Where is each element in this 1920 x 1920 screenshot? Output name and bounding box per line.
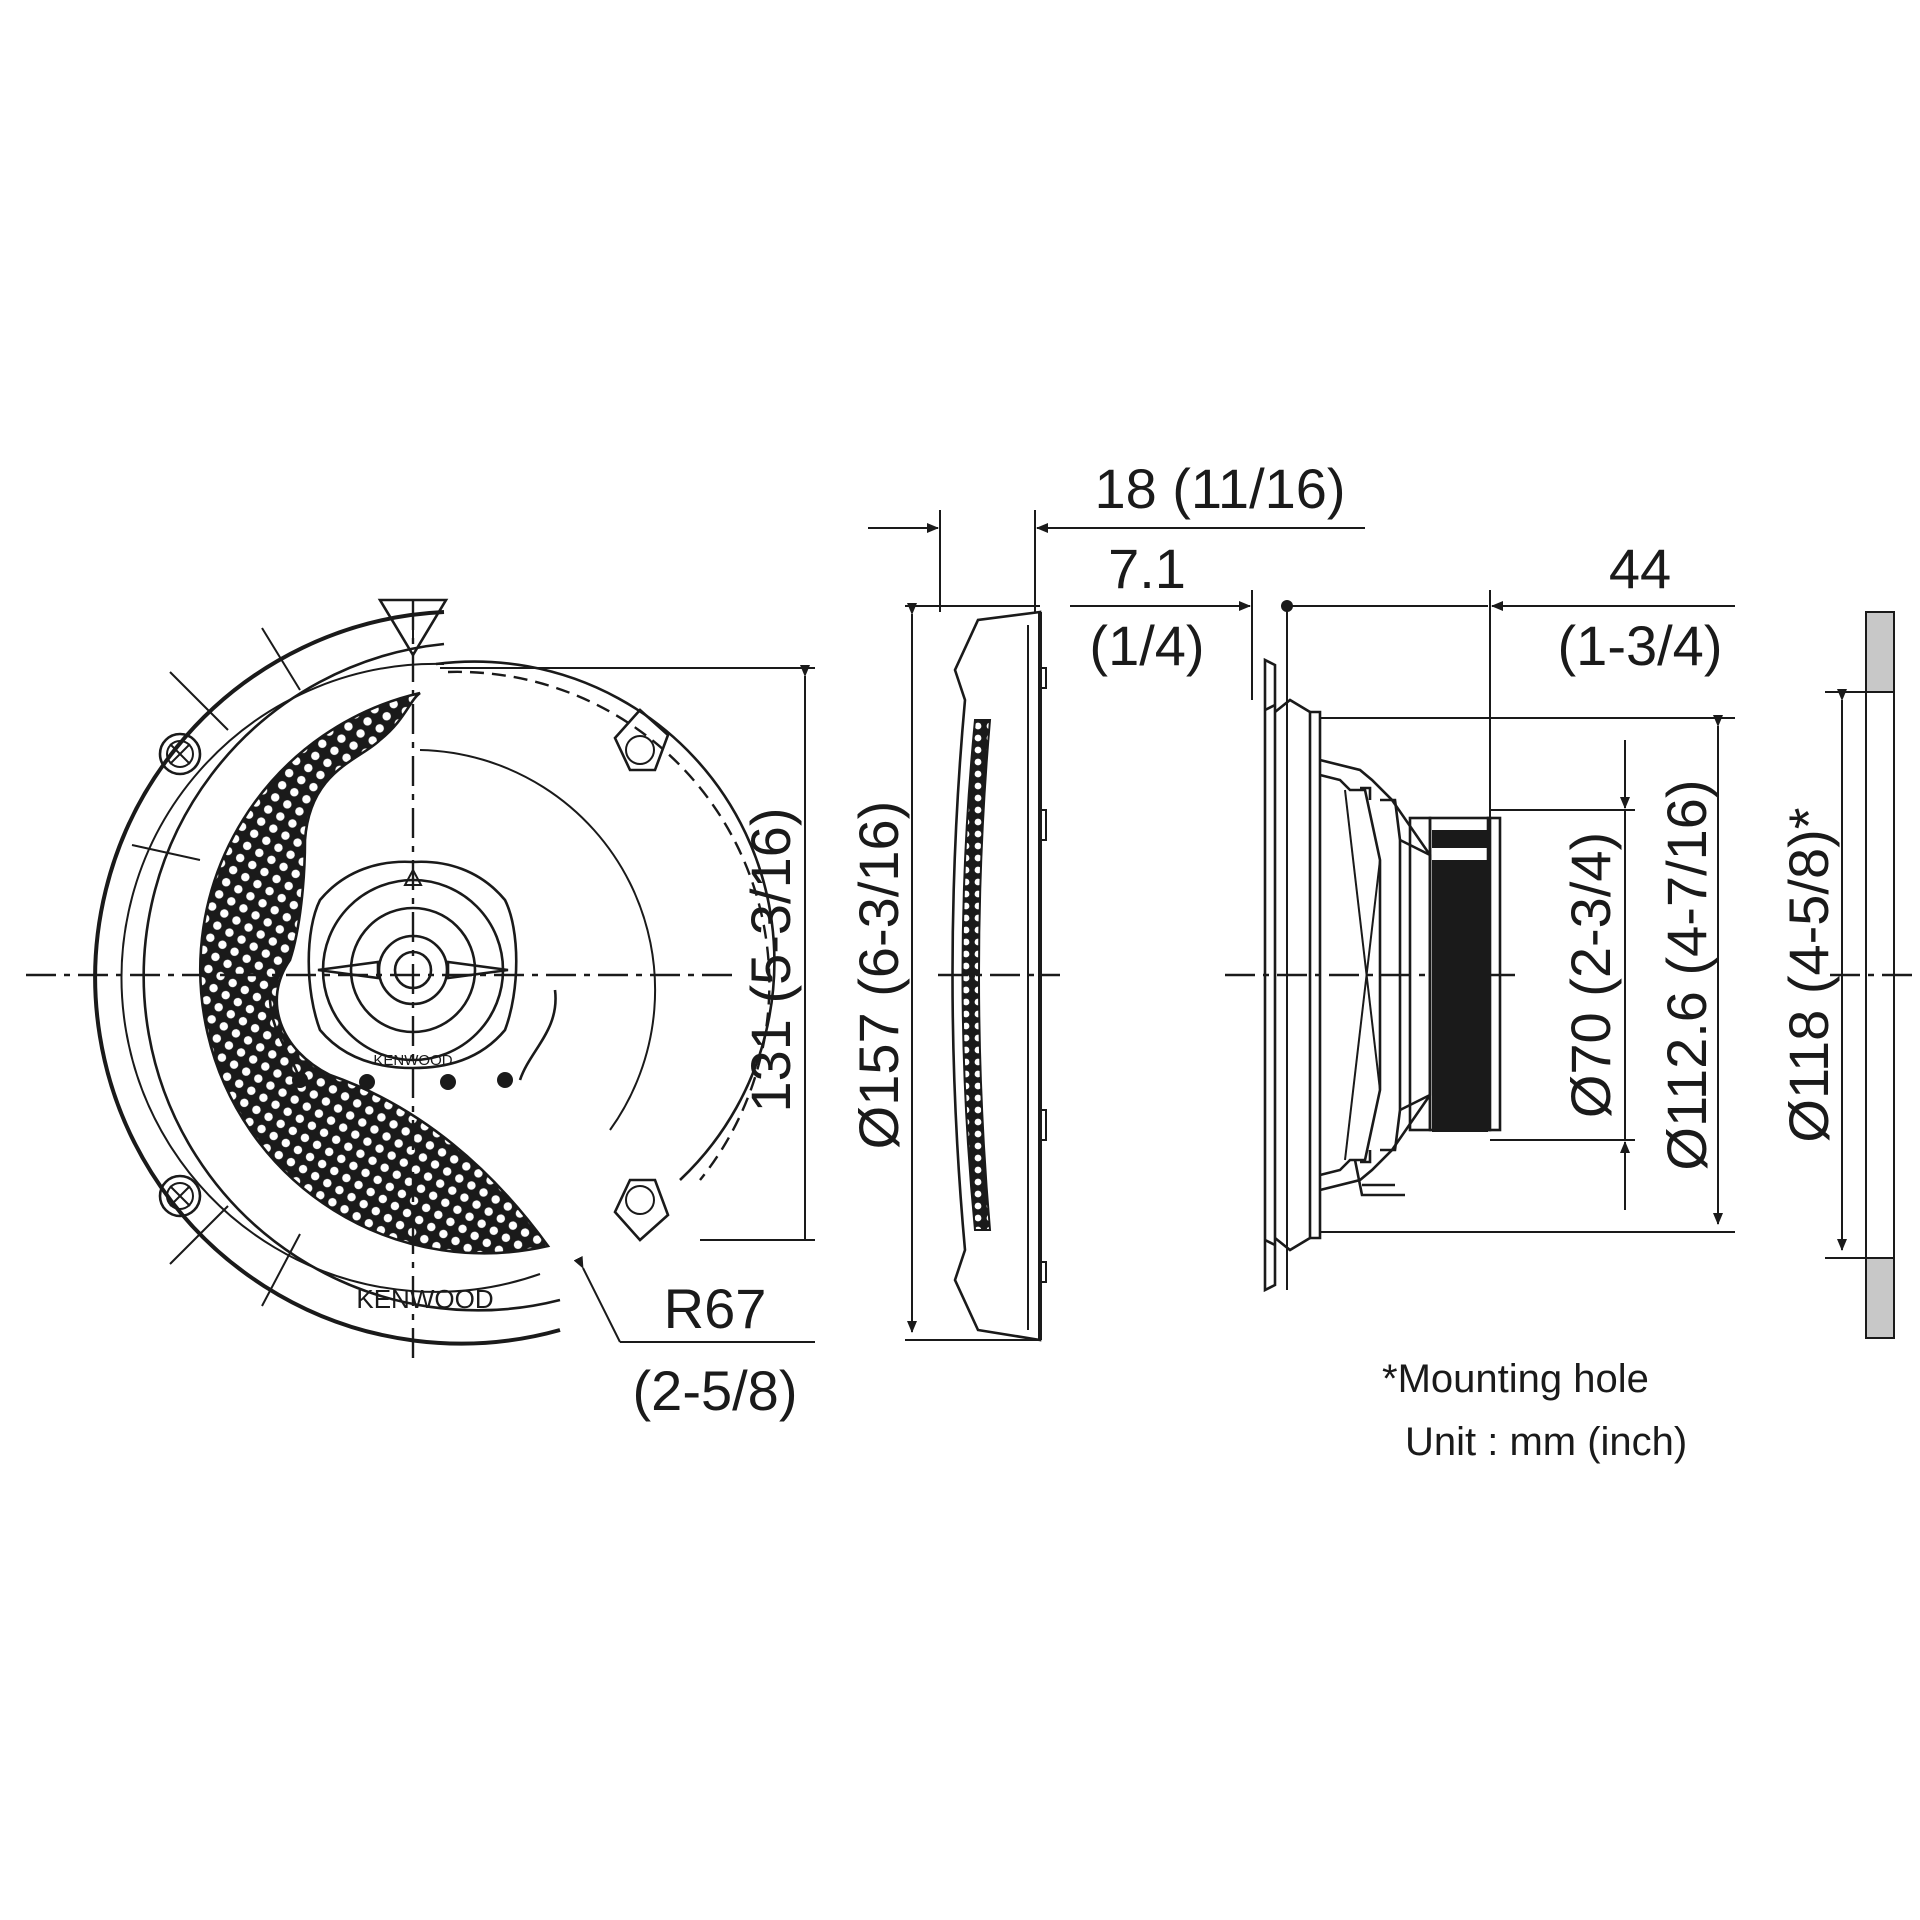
speaker-motor-link [1399, 838, 1431, 1112]
frame-diameter-label: Ø112.6 (4-7/16) [1655, 779, 1718, 1170]
grille-brand-label: KENWOOD [356, 1284, 493, 1314]
front-grille [198, 691, 551, 1255]
front-view: KENWOOD KENWOOD 131 (5-3/16) R67 (2-5/8) [26, 598, 815, 1422]
speaker-flange-front [1263, 657, 1277, 1293]
terminal-top-hole [625, 735, 655, 765]
mount-diameter-label: Ø118 (4-5/8)* [1777, 807, 1840, 1142]
depth-7-label: 7.1 [1108, 537, 1186, 600]
cap-brand-label: KENWOOD [373, 1052, 452, 1069]
magnet-band-top [1432, 830, 1488, 848]
depth-7-inch-label: (1/4) [1089, 614, 1204, 677]
speaker-basket-inner [1319, 773, 1382, 1177]
mounting-panel-view: Ø118 (4-5/8)* [1777, 611, 1912, 1339]
terminal-bottom [613, 1178, 670, 1242]
basket-rib [1344, 789, 1381, 1091]
grille-profile [951, 610, 1042, 1342]
screw-top [158, 732, 202, 776]
radius-label: R67 [664, 1277, 767, 1340]
speaker-flange-edge [1264, 703, 1276, 1247]
flange-separator [169, 671, 229, 731]
basket-tabs [1360, 786, 1372, 1164]
terminal-top [613, 708, 670, 772]
screw-bottom [158, 1174, 202, 1218]
flange-separator [261, 627, 301, 691]
grille-clip [1039, 1261, 1047, 1283]
flange-separator [131, 844, 201, 861]
flange-thickness-label: 18 (11/16) [1094, 457, 1345, 520]
mounting-hole-note: *Mounting hole [1382, 1357, 1649, 1401]
speaker-terminal [1353, 1159, 1405, 1197]
unit-note: Unit : mm (inch) [1405, 1420, 1687, 1464]
dim-reference-dot [1281, 600, 1293, 612]
outer-diameter-label: Ø157 (6-3/16) [847, 801, 910, 1150]
radius-leader-diagonal [573, 1255, 621, 1343]
terminal-bottom-hole [625, 1185, 655, 1215]
depth-44-inch-label: (1-3/4) [1558, 614, 1723, 677]
grille-clip [1039, 667, 1047, 689]
basket-rib [1344, 859, 1381, 1161]
panel-section-bottom [1865, 1257, 1895, 1339]
front-flange-outline [93, 610, 561, 1346]
front-cone-arc [419, 749, 657, 1131]
grille-clip [1039, 809, 1047, 841]
side-view-speaker: 7.1 (1/4) 44 (1-3/4) Ø70 (2-3/4) Ø112.6 … [1070, 537, 1735, 1293]
panel-section-top [1865, 611, 1895, 693]
side-view-grille: Ø157 (6-3/16) 18 (11/16) [847, 457, 1365, 1342]
radius-inch-label: (2-5/8) [633, 1359, 798, 1422]
depth-44-label: 44 [1609, 537, 1671, 600]
magnet-diameter-label: Ø70 (2-3/4) [1559, 832, 1622, 1118]
flange-separator [169, 1205, 229, 1265]
magnet-body [1432, 860, 1488, 1132]
flange-separator [261, 1233, 301, 1307]
front-rim-line [120, 662, 541, 1293]
height-dimension-label: 131 (5-3/16) [739, 807, 802, 1112]
front-flange-inner [142, 642, 561, 1312]
front-hidden-arc [447, 670, 771, 1181]
grille-clip [1039, 1109, 1047, 1141]
front-frame-arc [435, 660, 776, 1181]
